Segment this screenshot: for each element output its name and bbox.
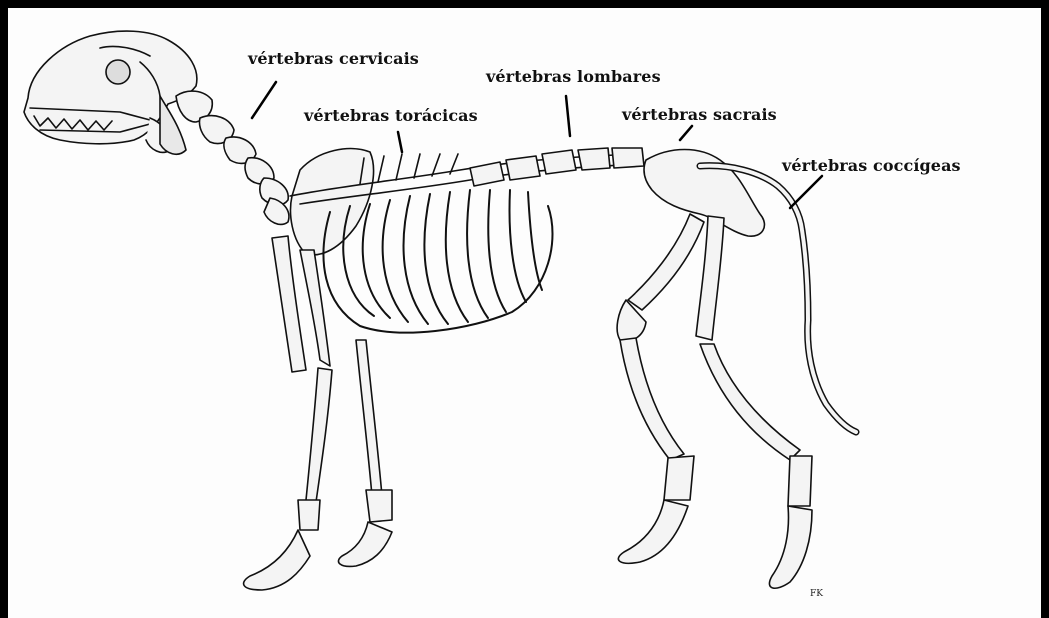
hind-legs bbox=[617, 214, 812, 588]
leader-coccigeas bbox=[790, 176, 822, 208]
label-lumbar-vertebrae: vértebras lombares bbox=[486, 67, 661, 86]
leader-sacrais bbox=[680, 126, 692, 140]
label-cervical-vertebrae: vértebras cervicais bbox=[248, 49, 419, 68]
cervical-vertebrae bbox=[160, 91, 289, 224]
lumbar-vertebrae bbox=[470, 148, 644, 186]
label-sacral-vertebrae: vértebras sacrais bbox=[622, 105, 777, 124]
leader-lombares bbox=[566, 96, 570, 136]
label-coccygeal-vertebrae: vértebras coccígeas bbox=[782, 156, 961, 175]
label-thoracic-vertebrae: vértebras torácicas bbox=[304, 106, 478, 125]
leader-cervicais bbox=[252, 82, 276, 118]
scapula bbox=[291, 149, 374, 255]
artist-signature: FK bbox=[810, 589, 823, 599]
leader-toracicas bbox=[398, 132, 402, 152]
